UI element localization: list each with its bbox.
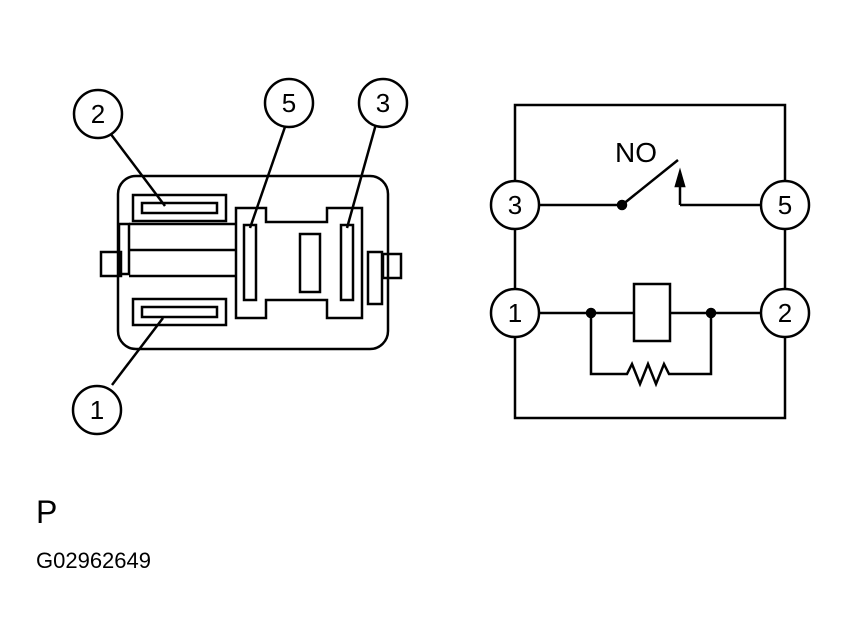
terminal-blade-3 xyxy=(339,223,355,302)
switch-pivot-dot xyxy=(616,199,628,211)
pin-label-3: 3 xyxy=(508,190,522,220)
leader-2 xyxy=(109,132,166,207)
callout-circle-5 xyxy=(263,77,315,129)
terminal-blade-2 xyxy=(140,201,219,215)
right-latch xyxy=(381,252,403,280)
center-terminal-block xyxy=(234,206,364,320)
schematic-frame xyxy=(513,103,787,420)
callout-label-5: 5 xyxy=(282,88,296,118)
connector-callout-labels: 2 5 3 1 xyxy=(90,88,390,425)
leader-1 xyxy=(111,317,164,386)
pin-label-5: 5 xyxy=(778,190,792,220)
relay-schematic xyxy=(489,103,811,420)
normally-open-label: NO xyxy=(615,137,657,168)
leader-5 xyxy=(248,123,288,229)
terminal-cavity-2 xyxy=(131,193,228,223)
pin-label-1: 1 xyxy=(508,298,522,328)
callout-circle-2 xyxy=(72,88,124,140)
pin-circle-1 xyxy=(489,287,541,339)
switch-contact-arm xyxy=(621,159,679,206)
pin-circle-2 xyxy=(759,287,811,339)
terminal-blade-1 xyxy=(140,305,219,319)
relay-connector-view xyxy=(71,77,409,436)
leader-3 xyxy=(345,123,378,229)
relay-coil xyxy=(632,282,672,343)
resistor-branch xyxy=(589,313,713,388)
callout-circle-1 xyxy=(71,384,123,436)
center-blade xyxy=(298,232,322,294)
callout-label-1: 1 xyxy=(90,395,104,425)
pin-circle-5 xyxy=(759,179,811,231)
terminal-cavity-1 xyxy=(131,297,228,327)
callout-label-2: 2 xyxy=(91,99,105,129)
callout-label-3: 3 xyxy=(376,88,390,118)
view-letter: P xyxy=(36,494,58,530)
callout-circle-3 xyxy=(357,77,409,129)
pin-label-2: 2 xyxy=(778,298,792,328)
pin-circle-3 xyxy=(489,179,541,231)
left-latch xyxy=(99,250,123,278)
switch-contact-arrow xyxy=(674,167,686,188)
terminal-blade-5 xyxy=(242,223,258,302)
right-latch-rib xyxy=(366,250,384,306)
figure-id: G02962649 xyxy=(36,548,151,573)
schematic-labels: 3 5 1 2 NO xyxy=(508,137,792,328)
